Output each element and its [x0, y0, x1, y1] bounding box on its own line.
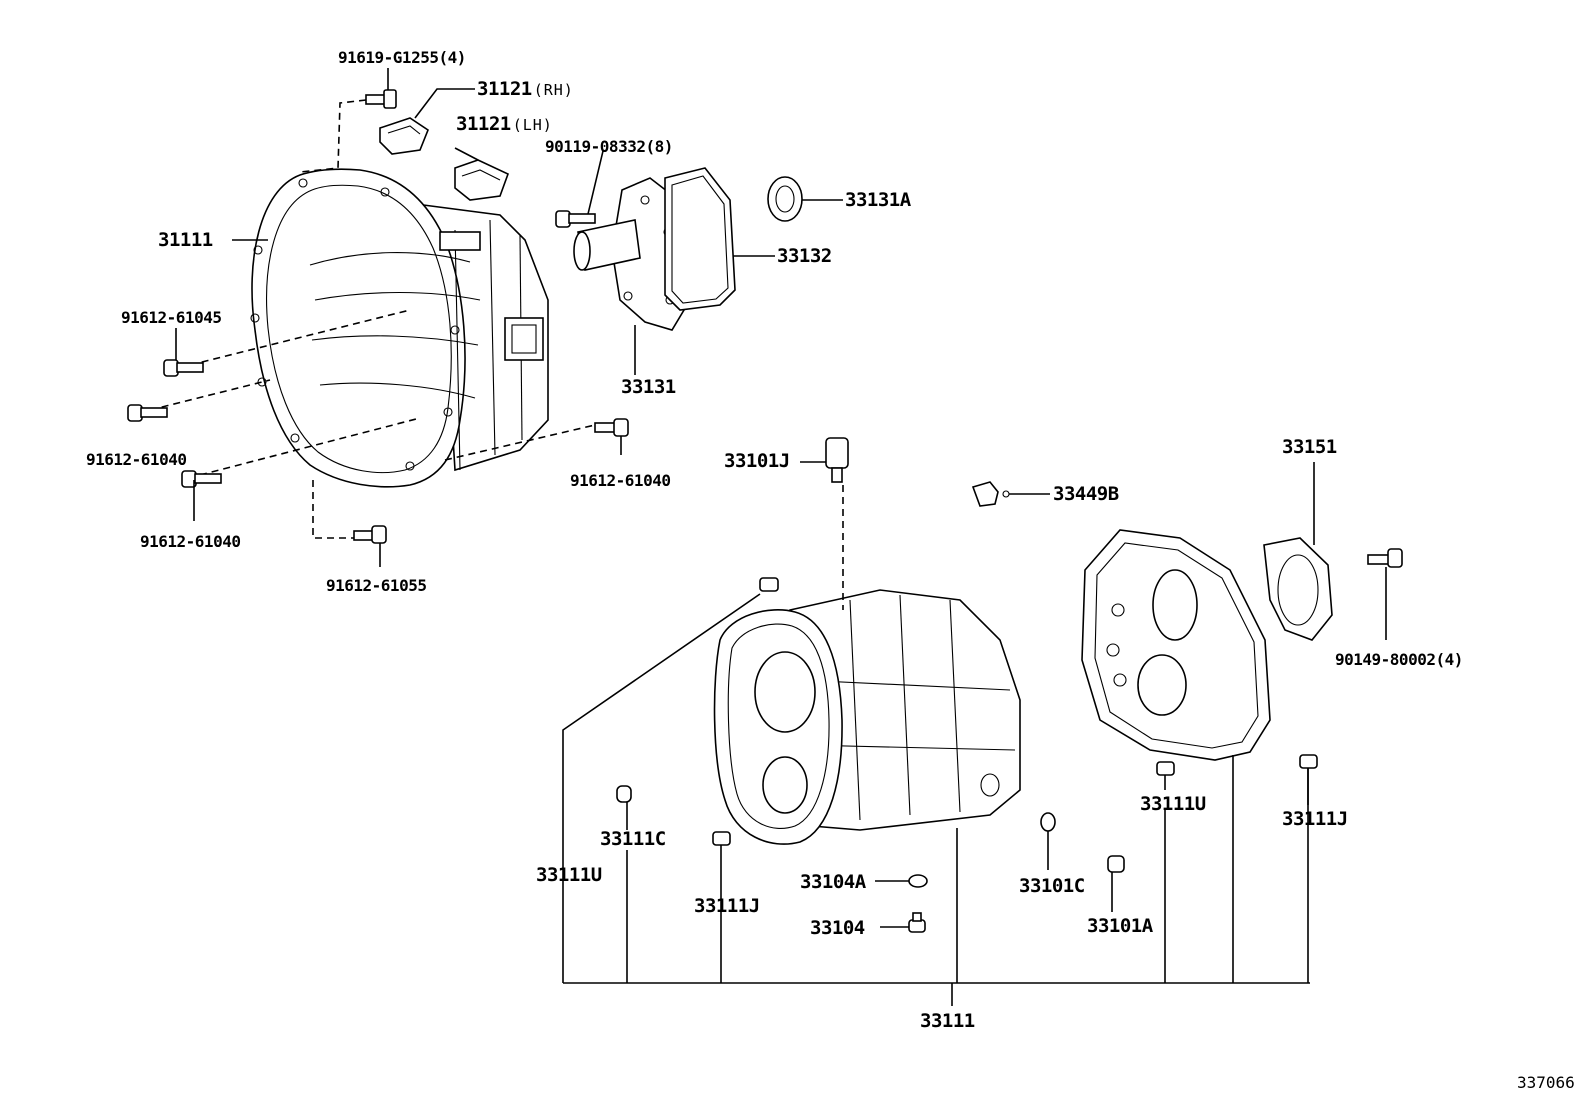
pin-33111J-right-drawing: [1299, 754, 1318, 769]
bolt-61040-b-drawing: [594, 418, 629, 437]
clip-33449B-drawing: [971, 481, 1010, 507]
pin-33111U-right-drawing: [1156, 761, 1175, 776]
plug-33104A-drawing: [908, 874, 928, 888]
label-ext-gasket: 33151: [1282, 436, 1337, 458]
gasket-drawing: [664, 167, 736, 311]
label-cover-rh: 31121(RH): [477, 78, 574, 100]
label-clutch-housing: 31111: [158, 229, 213, 251]
label-cover-lh-suffix: (LH): [513, 116, 553, 134]
extension-adapter-drawing: [1081, 529, 1271, 761]
leader-lines: [175, 68, 1387, 1006]
bolt-clutch-top-drawing: [365, 89, 397, 109]
bolt-retainer-drawing: [555, 210, 596, 228]
bolt-61045-drawing: [163, 359, 204, 377]
label-plug-33104: 33104: [810, 917, 865, 939]
label-bolt-61040-c: 91612-61040: [140, 532, 240, 551]
oil-seal-drawing: [767, 176, 803, 222]
label-pin-33111U-left: 33111U: [536, 864, 602, 886]
label-pin-33111J-left: 33111J: [694, 895, 760, 917]
pin-33111J-left-drawing: [712, 831, 731, 846]
ext-gasket-drawing: [1263, 537, 1333, 641]
label-gasket: 33132: [777, 245, 832, 267]
label-bolt-61040-a: 91612-61040: [86, 450, 186, 469]
label-bolt-61045: 91612-61045: [121, 308, 221, 327]
plug-33101J-drawing: [825, 437, 849, 483]
pin-33111U-left-drawing: [759, 577, 779, 592]
label-oil-seal: 33131A: [845, 189, 912, 211]
label-cover-rh-suffix: (RH): [534, 81, 574, 99]
clutch-housing-drawing: [250, 168, 549, 488]
bolt-61040-a-drawing: [127, 404, 168, 422]
transmission-case-drawing: [713, 589, 1021, 845]
label-plug-33101A: 33101A: [1087, 915, 1154, 937]
label-plug-33101C: 33101C: [1019, 875, 1085, 897]
label-bolt-80002: 90149-80002(4): [1335, 650, 1463, 669]
bolt-61040-c-drawing: [181, 470, 222, 488]
label-pin-33111J-right: 33111J: [1282, 808, 1348, 830]
label-clip-33449B: 33449B: [1053, 483, 1119, 505]
plug-33101C-drawing: [1040, 812, 1056, 832]
label-plug-33101J: 33101J: [724, 450, 790, 472]
cover-rh-drawing: [379, 117, 429, 155]
plug-33101A-drawing: [1107, 855, 1125, 873]
bolt-61055-drawing: [353, 525, 387, 544]
label-bolt-retainer: 90119-08332(8): [545, 137, 673, 156]
label-pin-33111U-right: 33111U: [1140, 793, 1206, 815]
label-bearing-retainer: 33131: [621, 376, 676, 398]
cover-lh-drawing: [454, 159, 510, 201]
bolt-80002-drawing: [1367, 548, 1403, 568]
label-cover-lh: 31121(LH): [456, 113, 553, 135]
label-bolt-61040-b: 91612-61040: [570, 471, 670, 490]
pin-33111C-drawing: [616, 785, 632, 803]
plug-33104-drawing: [908, 912, 926, 933]
label-plug-33104A: 33104A: [800, 871, 867, 893]
label-bolt-61055: 91612-61055: [326, 576, 426, 595]
label-pin-33111C: 33111C: [600, 828, 666, 850]
diagram-reference-number: 337066: [1517, 1073, 1575, 1092]
label-bolt-clutch-top: 91619-G1255(4): [338, 48, 466, 67]
label-case-assy: 33111: [920, 1010, 975, 1032]
